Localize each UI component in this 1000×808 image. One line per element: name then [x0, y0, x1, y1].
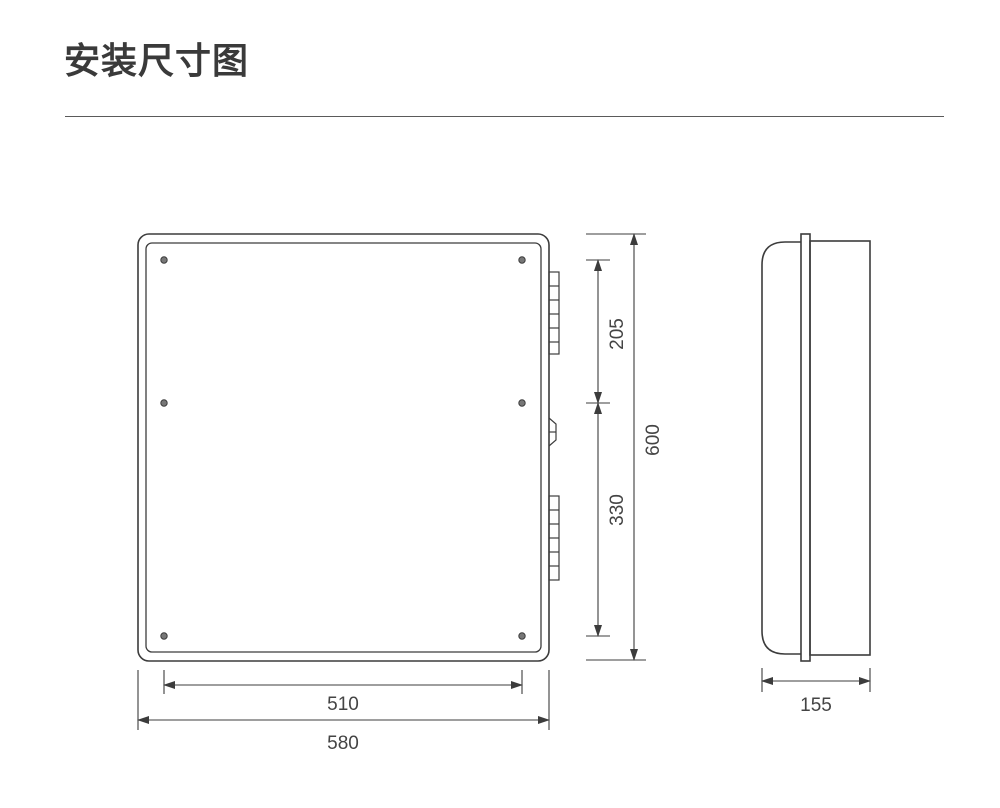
depth-dimension: [761, 668, 871, 692]
title-divider: [65, 116, 944, 117]
screw: [518, 256, 526, 264]
screw: [518, 632, 526, 640]
width-dimensions: [137, 670, 550, 730]
dim-label-600: 600: [643, 424, 664, 456]
side-view: [761, 233, 871, 662]
dim-label-155: 155: [800, 695, 832, 716]
dim-label-510: 510: [327, 694, 359, 715]
side-body: [809, 240, 871, 656]
upper-hinge: [548, 271, 560, 355]
side-door-profile: [761, 241, 801, 655]
front-view: [137, 233, 560, 662]
front-inner-panel: [145, 242, 542, 653]
lower-hinge: [548, 495, 560, 581]
latch: [548, 417, 557, 447]
dim-label-580: 580: [327, 733, 359, 754]
dim-label-330: 330: [607, 494, 628, 526]
side-flange: [800, 233, 811, 662]
front-outer-frame: [137, 233, 550, 662]
height-dimensions: [586, 233, 646, 661]
screw: [160, 399, 168, 407]
screw: [160, 632, 168, 640]
screw: [518, 399, 526, 407]
screw: [160, 256, 168, 264]
dim-label-205: 205: [607, 318, 628, 350]
page-title: 安装尺寸图: [64, 41, 250, 82]
front-screws: [160, 256, 526, 640]
